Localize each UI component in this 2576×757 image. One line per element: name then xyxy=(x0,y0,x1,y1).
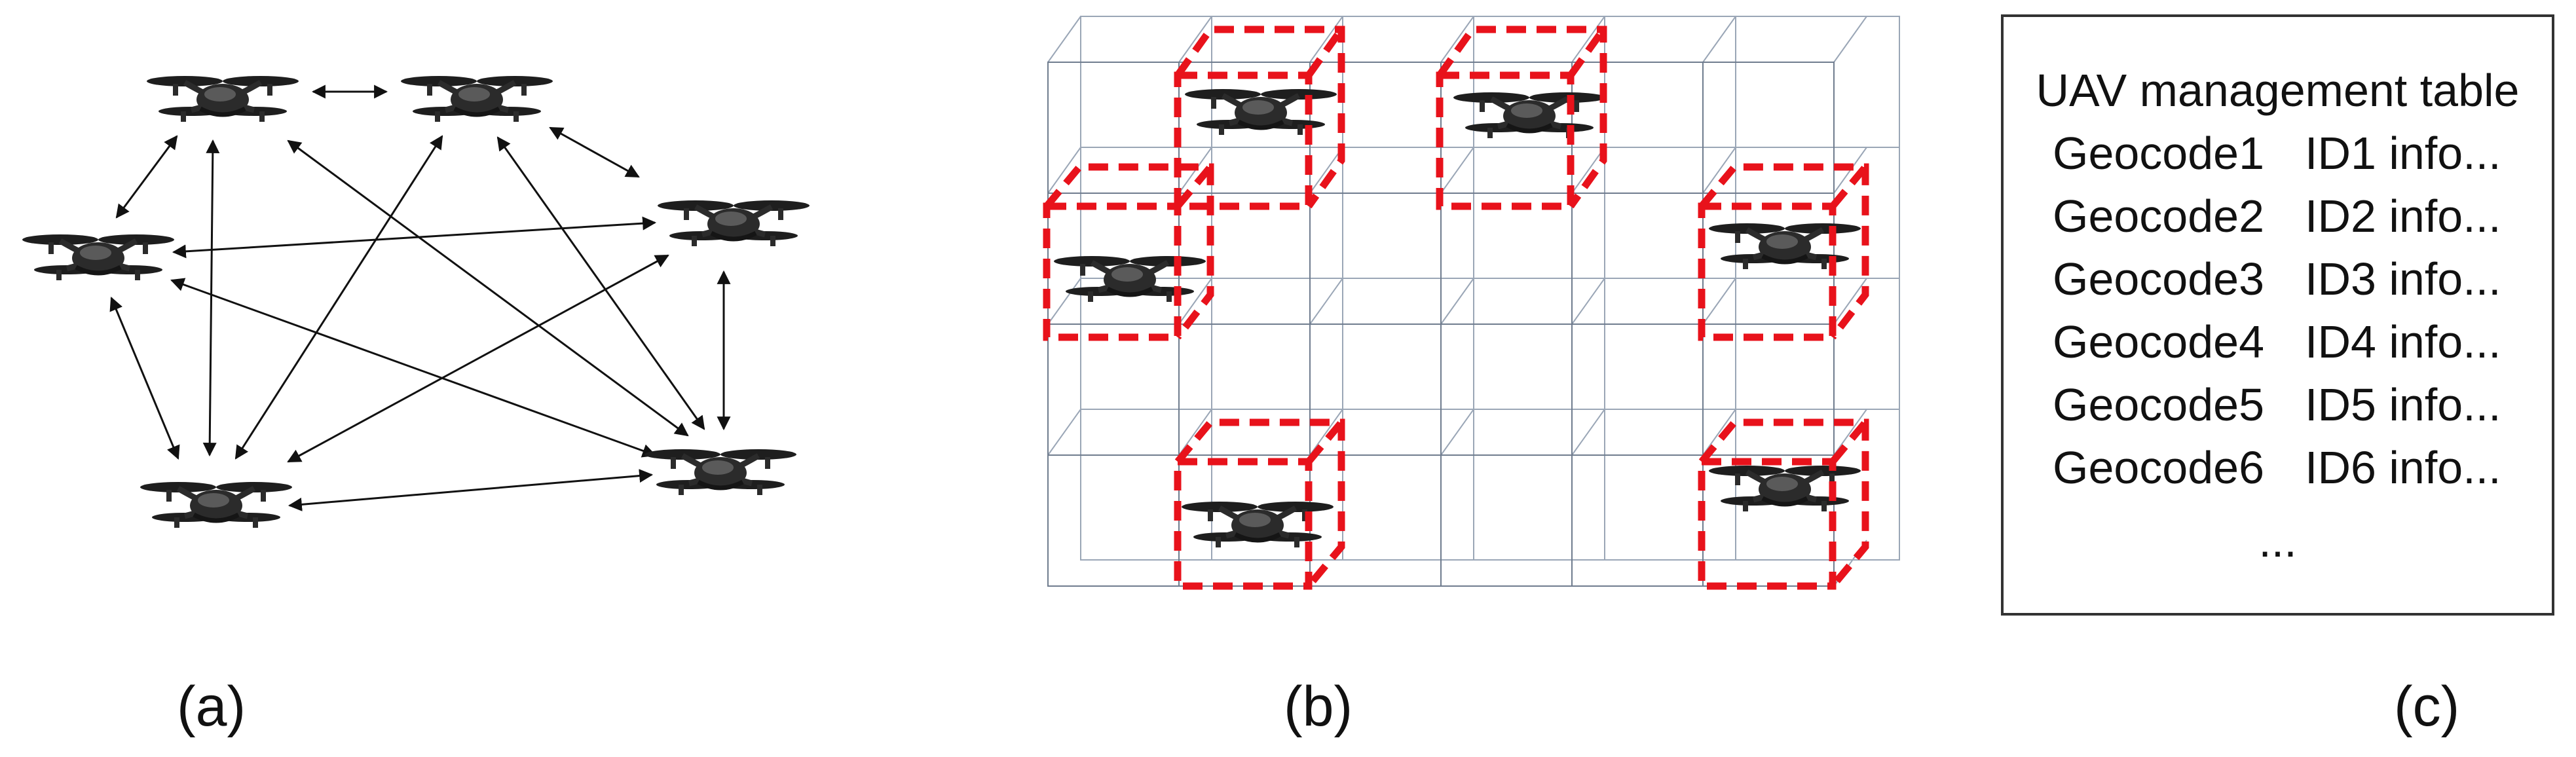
geocode-cell: Geocode5 xyxy=(2053,379,2265,430)
geocode-cell: Geocode6 xyxy=(2053,442,2265,493)
drone-icon xyxy=(147,76,299,122)
drone-icon xyxy=(1185,89,1337,135)
drone-icon xyxy=(1709,466,1861,511)
info-cell: ID2 info... xyxy=(2305,191,2501,242)
link-3-5 xyxy=(109,297,180,460)
table-title: UAV management table xyxy=(2036,65,2520,116)
caption-c: (c) xyxy=(2394,675,2460,738)
drone-icon xyxy=(1453,92,1605,138)
link-3-6 xyxy=(170,278,656,458)
drone-icon xyxy=(1709,223,1861,269)
drone-icon xyxy=(22,234,174,280)
occupied-cell xyxy=(1043,163,1214,341)
drone-icon xyxy=(644,449,796,495)
link-5-6 xyxy=(288,469,654,511)
drone-icon xyxy=(140,482,292,528)
drone-icon xyxy=(401,76,553,122)
info-cell: ID5 info... xyxy=(2305,379,2501,430)
info-cell: ID4 info... xyxy=(2305,316,2501,367)
caption-b: (b) xyxy=(1284,675,1353,738)
network-drones xyxy=(22,76,810,528)
drone-icon xyxy=(658,200,810,246)
info-cell: ID3 info... xyxy=(2305,253,2501,305)
panel-a-network xyxy=(22,76,810,528)
link-2-6 xyxy=(496,136,705,430)
occupied-cell xyxy=(1174,26,1345,210)
link-4-5 xyxy=(287,254,669,463)
panel-b-grid xyxy=(1043,16,1900,590)
link-2-5 xyxy=(234,135,443,460)
info-cell: ID6 info... xyxy=(2305,442,2501,493)
caption-a: (a) xyxy=(177,675,246,738)
occupied-cells xyxy=(1043,26,1869,590)
geocode-cell: Geocode1 xyxy=(2053,128,2265,179)
link-1-5 xyxy=(202,139,220,457)
geocode-cell: Geocode4 xyxy=(2053,316,2265,367)
geocode-cell: Geocode3 xyxy=(2053,253,2265,305)
link-1-6 xyxy=(287,139,689,437)
occupied-cell xyxy=(1698,418,1869,590)
table-ellipsis: ... xyxy=(2258,515,2297,566)
network-links xyxy=(109,84,731,511)
link-1-3 xyxy=(115,135,178,219)
geocode-cell: Geocode2 xyxy=(2053,191,2265,242)
info-cell: ID1 info... xyxy=(2305,128,2501,179)
link-2-4 xyxy=(549,126,640,178)
occupied-cell xyxy=(1698,163,1869,341)
occupied-cell xyxy=(1436,26,1607,210)
link-3-4 xyxy=(172,216,657,259)
uav-management-table: UAV management table Geocode1 ID1 info..… xyxy=(2001,14,2554,616)
occupied-cell xyxy=(1174,418,1345,590)
